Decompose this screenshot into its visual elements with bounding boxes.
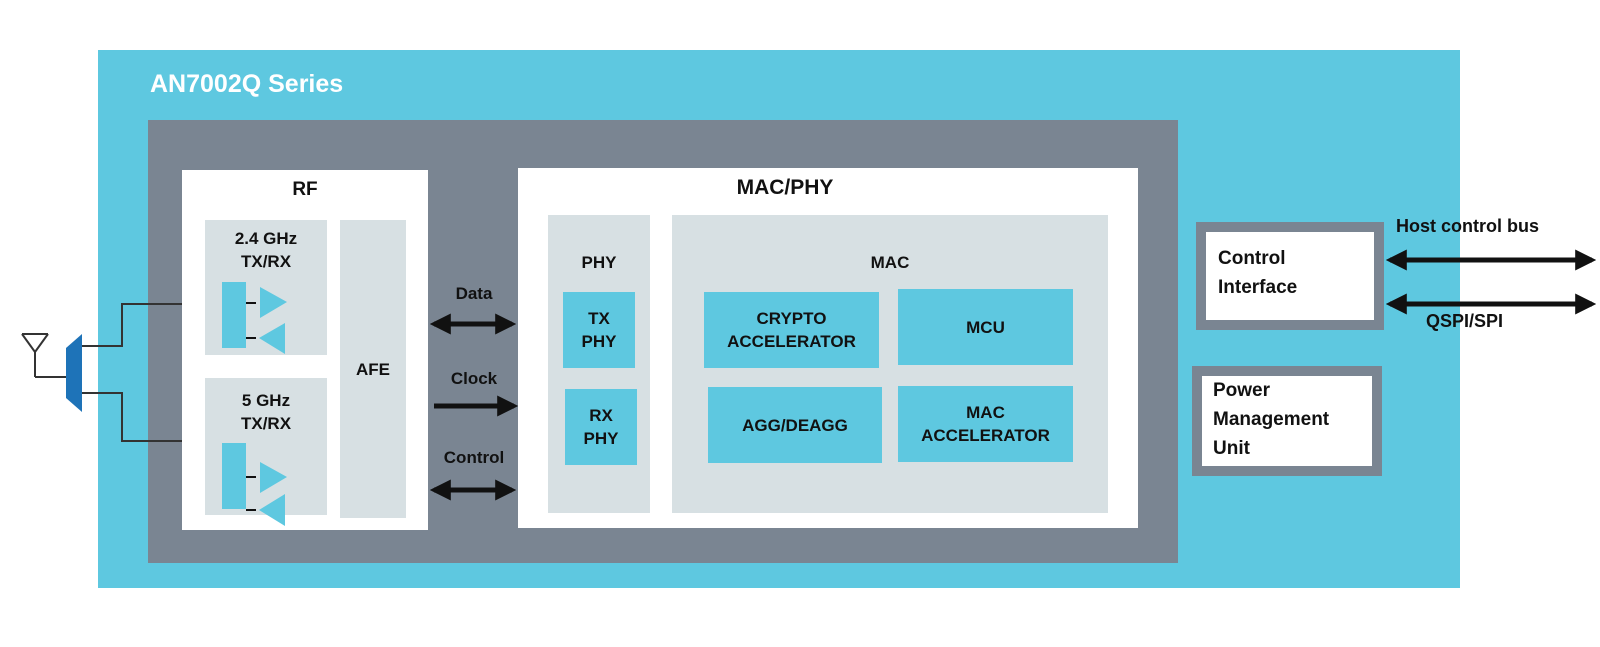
qspi-label: QSPI/SPI [1426, 311, 1504, 331]
band-24-label: 2.4 GHz TX/RX [234, 229, 298, 271]
mac-accel-block: MAC ACCELERATOR [898, 386, 1073, 462]
phy-title: PHY [581, 253, 617, 272]
band-5-amplifier-icon [246, 462, 287, 526]
diplexer-icon [66, 334, 82, 412]
band-24-amplifier-icon [246, 287, 287, 354]
pmu-block [1202, 376, 1372, 466]
tx-phy-label: TX PHY [581, 309, 617, 351]
mcu-block: MCU [898, 289, 1073, 365]
rx-phy-block: RX PHY [565, 389, 637, 465]
control-label: Control [443, 448, 505, 467]
host-bus-label: Host control bus [1396, 216, 1539, 236]
aggdeagg-block: AGG/DEAGG [708, 387, 882, 463]
macphy-title: MAC/PHY [736, 176, 834, 199]
rf-feed-lines [82, 303, 182, 442]
antenna-icon [21, 333, 66, 378]
clock-label: Clock [450, 369, 498, 388]
afe-block: AFE [340, 220, 406, 518]
mac-title: MAC [870, 253, 910, 272]
crypto-label: CRYPTO ACCELERATOR [727, 309, 856, 351]
mcu-label: MCU [966, 317, 1005, 337]
rf-title: RF [292, 179, 318, 200]
mac-accel-label: MAC ACCELERATOR [921, 403, 1050, 445]
afe-label: AFE [356, 359, 390, 379]
band-24-amp-bar [222, 282, 246, 348]
pmu-label: Power Management Unit [1213, 380, 1330, 459]
band-5-amp-bar [222, 443, 246, 509]
rx-phy-label: RX PHY [583, 406, 619, 448]
crypto-block: CRYPTO ACCELERATOR [704, 292, 879, 368]
band-5-label: 5 GHz TX/RX [240, 391, 292, 433]
data-label: Data [455, 284, 493, 303]
tx-phy-block: TX PHY [563, 292, 635, 368]
control-interface-label: Control Interface [1218, 248, 1298, 298]
aggdeagg-label: AGG/DEAGG [742, 415, 848, 435]
control-interface-block [1206, 232, 1374, 320]
series-title: AN7002Q Series [150, 70, 344, 98]
